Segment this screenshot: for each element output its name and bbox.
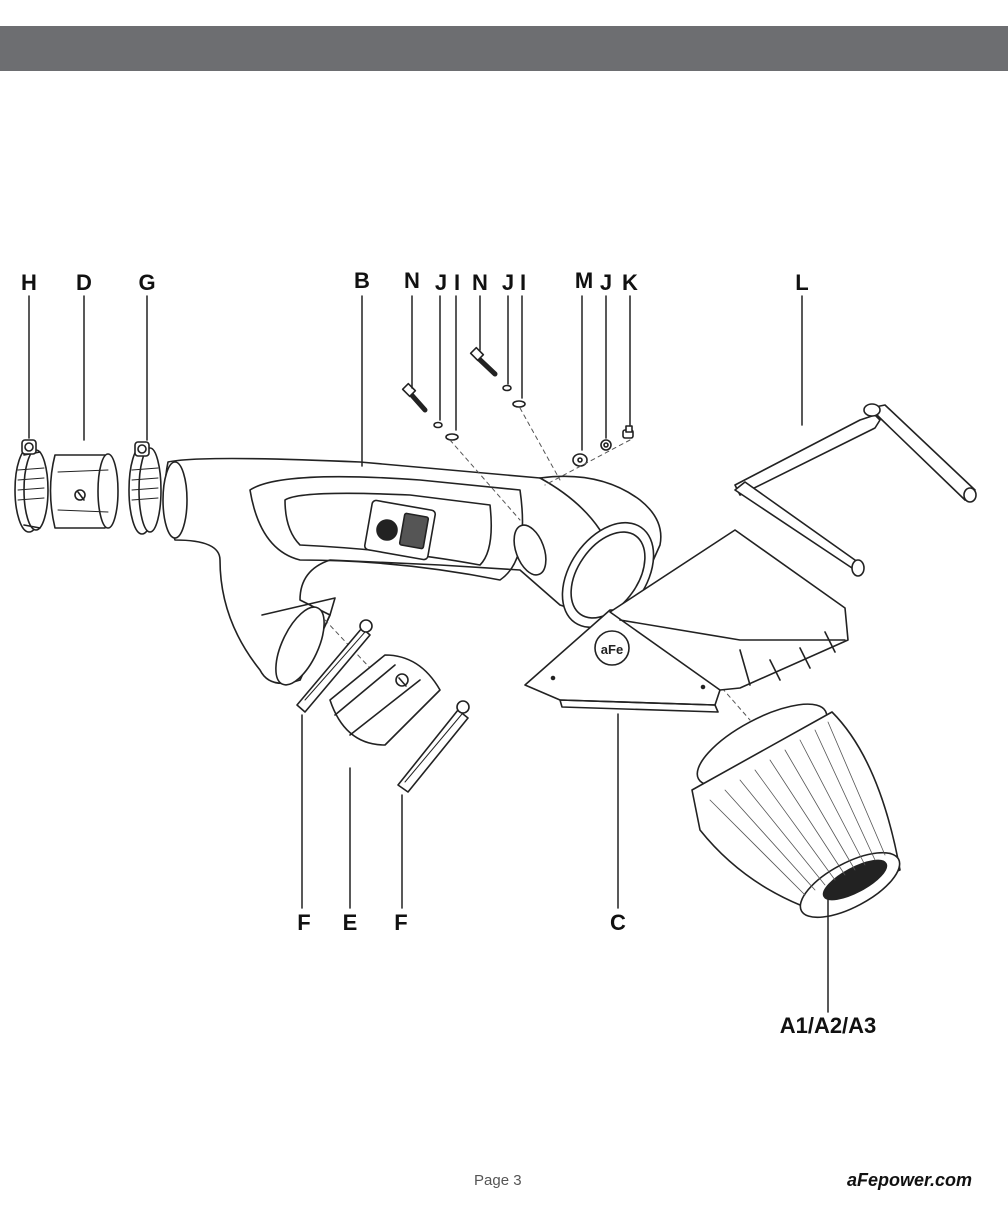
callout-i-1: I [454, 270, 460, 295]
hardware-set-right [469, 346, 526, 408]
hardware-set-left [401, 382, 459, 441]
part-b-intake-tube [162, 457, 662, 686]
part-h-hose-clamp [14, 439, 49, 533]
website-url: aFepower.com [846, 1170, 972, 1190]
part-d-coupler [49, 453, 119, 529]
callout-l: L [795, 270, 808, 295]
callout-m: M [575, 268, 593, 293]
callout-labels: H D G B N J I N J I M J K L F E F C A1/A… [21, 268, 876, 1038]
part-l-edge-trim [734, 403, 977, 577]
part-a-air-filter [691, 703, 901, 919]
callout-f-2: F [394, 910, 407, 935]
hardware-set-mjk [572, 425, 634, 467]
callout-k: K [622, 270, 638, 295]
callout-i-2: I [520, 270, 526, 295]
sensor-plate [363, 499, 437, 561]
callout-b: B [354, 268, 370, 293]
callout-c: C [610, 910, 626, 935]
part-f-hose-clamp-2 [397, 700, 470, 793]
header-bar [0, 26, 1008, 71]
aFe-logo-icon-small-e [395, 673, 409, 687]
callout-e: E [343, 910, 358, 935]
aFe-logo-icon: aFe [594, 630, 630, 666]
part-f-hose-clamp-1 [296, 619, 373, 713]
callout-g: G [138, 270, 155, 295]
callout-h: H [21, 270, 37, 295]
leader-lines [28, 295, 829, 1013]
callout-f-1: F [297, 910, 310, 935]
page-number: Page 3 [474, 1172, 522, 1189]
part-c-heat-shield: aFe [524, 529, 849, 713]
callout-j-1: J [435, 270, 447, 295]
callout-j-2: J [502, 270, 514, 295]
callout-j-3: J [600, 270, 612, 295]
part-g-hose-clamp [128, 441, 162, 535]
aFe-logo-icon-small [74, 489, 86, 501]
callout-n-1: N [404, 268, 420, 293]
part-e-coupler [329, 654, 441, 746]
callout-a: A1/A2/A3 [780, 1013, 877, 1038]
callout-d: D [76, 270, 92, 295]
svg-text:aFe: aFe [601, 642, 623, 657]
callout-n-2: N [472, 270, 488, 295]
